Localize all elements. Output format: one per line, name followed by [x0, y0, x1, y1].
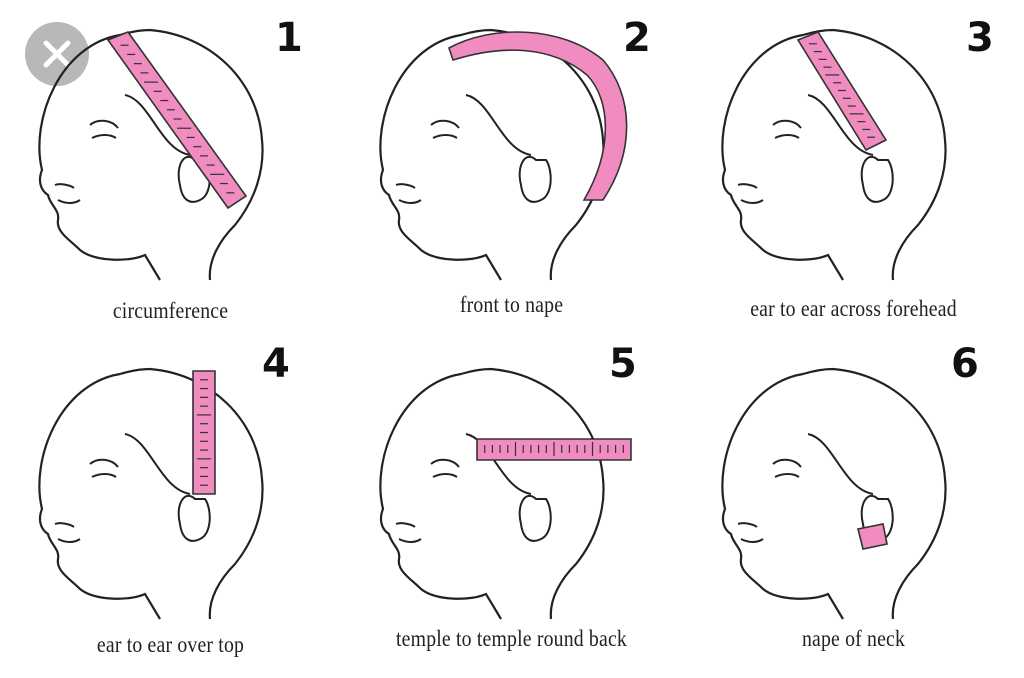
measuring-tape — [106, 31, 248, 210]
step-number: 6 — [951, 341, 979, 387]
face-details — [737, 433, 874, 543]
ear — [518, 155, 552, 203]
head-outline — [721, 28, 947, 281]
measurement-panel: 2 front to nape — [341, 0, 682, 339]
measurement-panel: 1 circumference — [0, 0, 341, 339]
face-details — [395, 433, 532, 543]
face-details — [54, 433, 191, 543]
measuring-tape — [448, 31, 628, 201]
step-number: 4 — [262, 341, 290, 387]
measurement-panel: 4 ear to ear over top — [0, 339, 341, 678]
head-illustration — [721, 367, 947, 620]
head-outline — [38, 28, 264, 281]
face-details — [737, 94, 874, 204]
head-illustration — [721, 28, 947, 281]
measurement-panel: 3 ear to ear across forehead — [683, 0, 1024, 339]
head-illustration — [379, 28, 628, 281]
measurement-caption: front to nape — [459, 292, 564, 317]
head-illustration — [379, 367, 632, 620]
head-illustration — [38, 367, 264, 620]
head-outline — [38, 367, 264, 620]
step-number: 5 — [609, 341, 637, 387]
step-number: 2 — [623, 15, 651, 61]
head-outline — [379, 28, 605, 281]
measurement-caption: ear to ear across forehead — [750, 296, 957, 321]
measurement-caption: ear to ear over top — [96, 632, 245, 657]
ear — [860, 155, 894, 203]
ear — [177, 494, 211, 542]
measuring-tape — [857, 523, 888, 550]
face-details — [54, 94, 191, 204]
ear — [518, 494, 552, 542]
measurement-panel: 5 temple to temple round back — [341, 339, 682, 678]
step-number: 3 — [966, 15, 994, 61]
measurement-caption: nape of neck — [801, 626, 906, 651]
face-details — [395, 94, 532, 204]
measurement-caption: circumference — [112, 298, 229, 323]
step-number: 1 — [275, 15, 303, 61]
measurement-panel: 6 nape of neck — [683, 339, 1024, 678]
head-outline — [379, 367, 605, 620]
close-icon — [43, 40, 71, 68]
measurement-caption: temple to temple round back — [396, 626, 627, 651]
head-outline — [721, 367, 947, 620]
head-illustration — [38, 28, 264, 281]
